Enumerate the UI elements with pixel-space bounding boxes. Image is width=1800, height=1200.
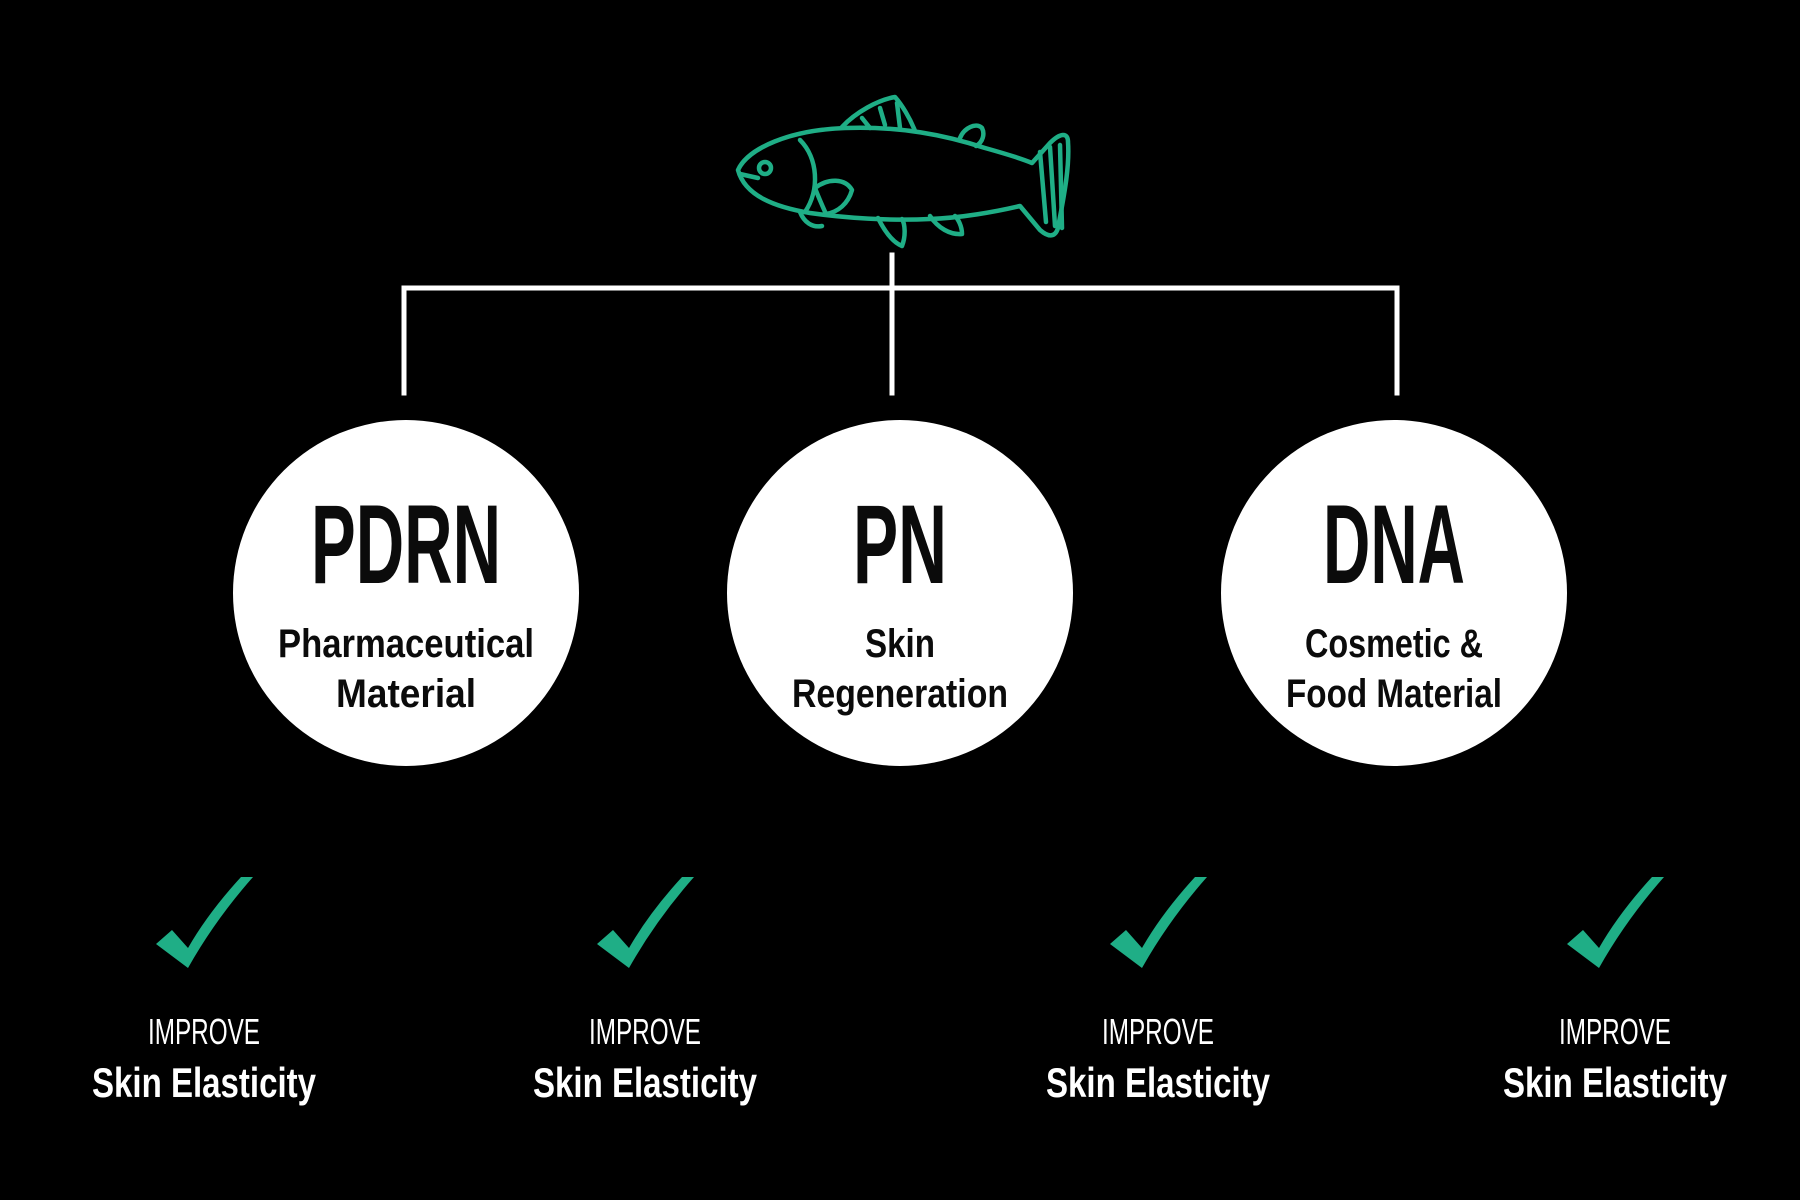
node-pdrn: PDRN Pharmaceutical Material	[233, 420, 579, 766]
checkmark-icon	[597, 877, 694, 968]
benefit-line1: IMPROVE	[589, 1011, 701, 1052]
node-subtitle-line1: Skin	[865, 622, 935, 666]
node-pn: PN Skin Regeneration	[727, 420, 1073, 766]
benefit-line2: Skin Elasticity	[1503, 1059, 1728, 1106]
benefit-line2: Skin Elasticity	[533, 1059, 758, 1106]
benefit-line2: Skin Elasticity	[92, 1059, 317, 1106]
benefit-item: IMPROVE Skin Elasticity	[1503, 877, 1728, 1106]
benefit-item: IMPROVE Skin Elasticity	[92, 877, 317, 1106]
node-title: PDRN	[311, 482, 501, 607]
node-circle	[727, 420, 1073, 766]
benefit-line1: IMPROVE	[1559, 1011, 1671, 1052]
node-subtitle-line2: Regeneration	[792, 672, 1008, 716]
node-circle	[1221, 420, 1567, 766]
fish-icon	[735, 94, 1071, 249]
node-circle	[233, 420, 579, 766]
benefit-line1: IMPROVE	[1102, 1011, 1214, 1052]
node-dna: DNA Cosmetic & Food Material	[1221, 420, 1567, 766]
benefit-line2: Skin Elasticity	[1046, 1059, 1271, 1106]
checkmark-icon	[1110, 877, 1207, 968]
benefit-item: IMPROVE Skin Elasticity	[1046, 877, 1271, 1106]
connector-lines	[401, 252, 1400, 396]
node-title: PN	[853, 482, 947, 607]
node-subtitle-line1: Cosmetic &	[1305, 622, 1483, 666]
node-title: DNA	[1323, 482, 1465, 607]
node-subtitle-line1: Pharmaceutical	[278, 622, 534, 666]
benefit-line1: IMPROVE	[148, 1011, 260, 1052]
node-subtitle-line2: Food Material	[1286, 672, 1502, 716]
checkmark-icon	[156, 877, 253, 968]
checkmark-icon	[1567, 877, 1664, 968]
node-subtitle-line2: Material	[336, 672, 476, 716]
benefit-item: IMPROVE Skin Elasticity	[533, 877, 758, 1106]
